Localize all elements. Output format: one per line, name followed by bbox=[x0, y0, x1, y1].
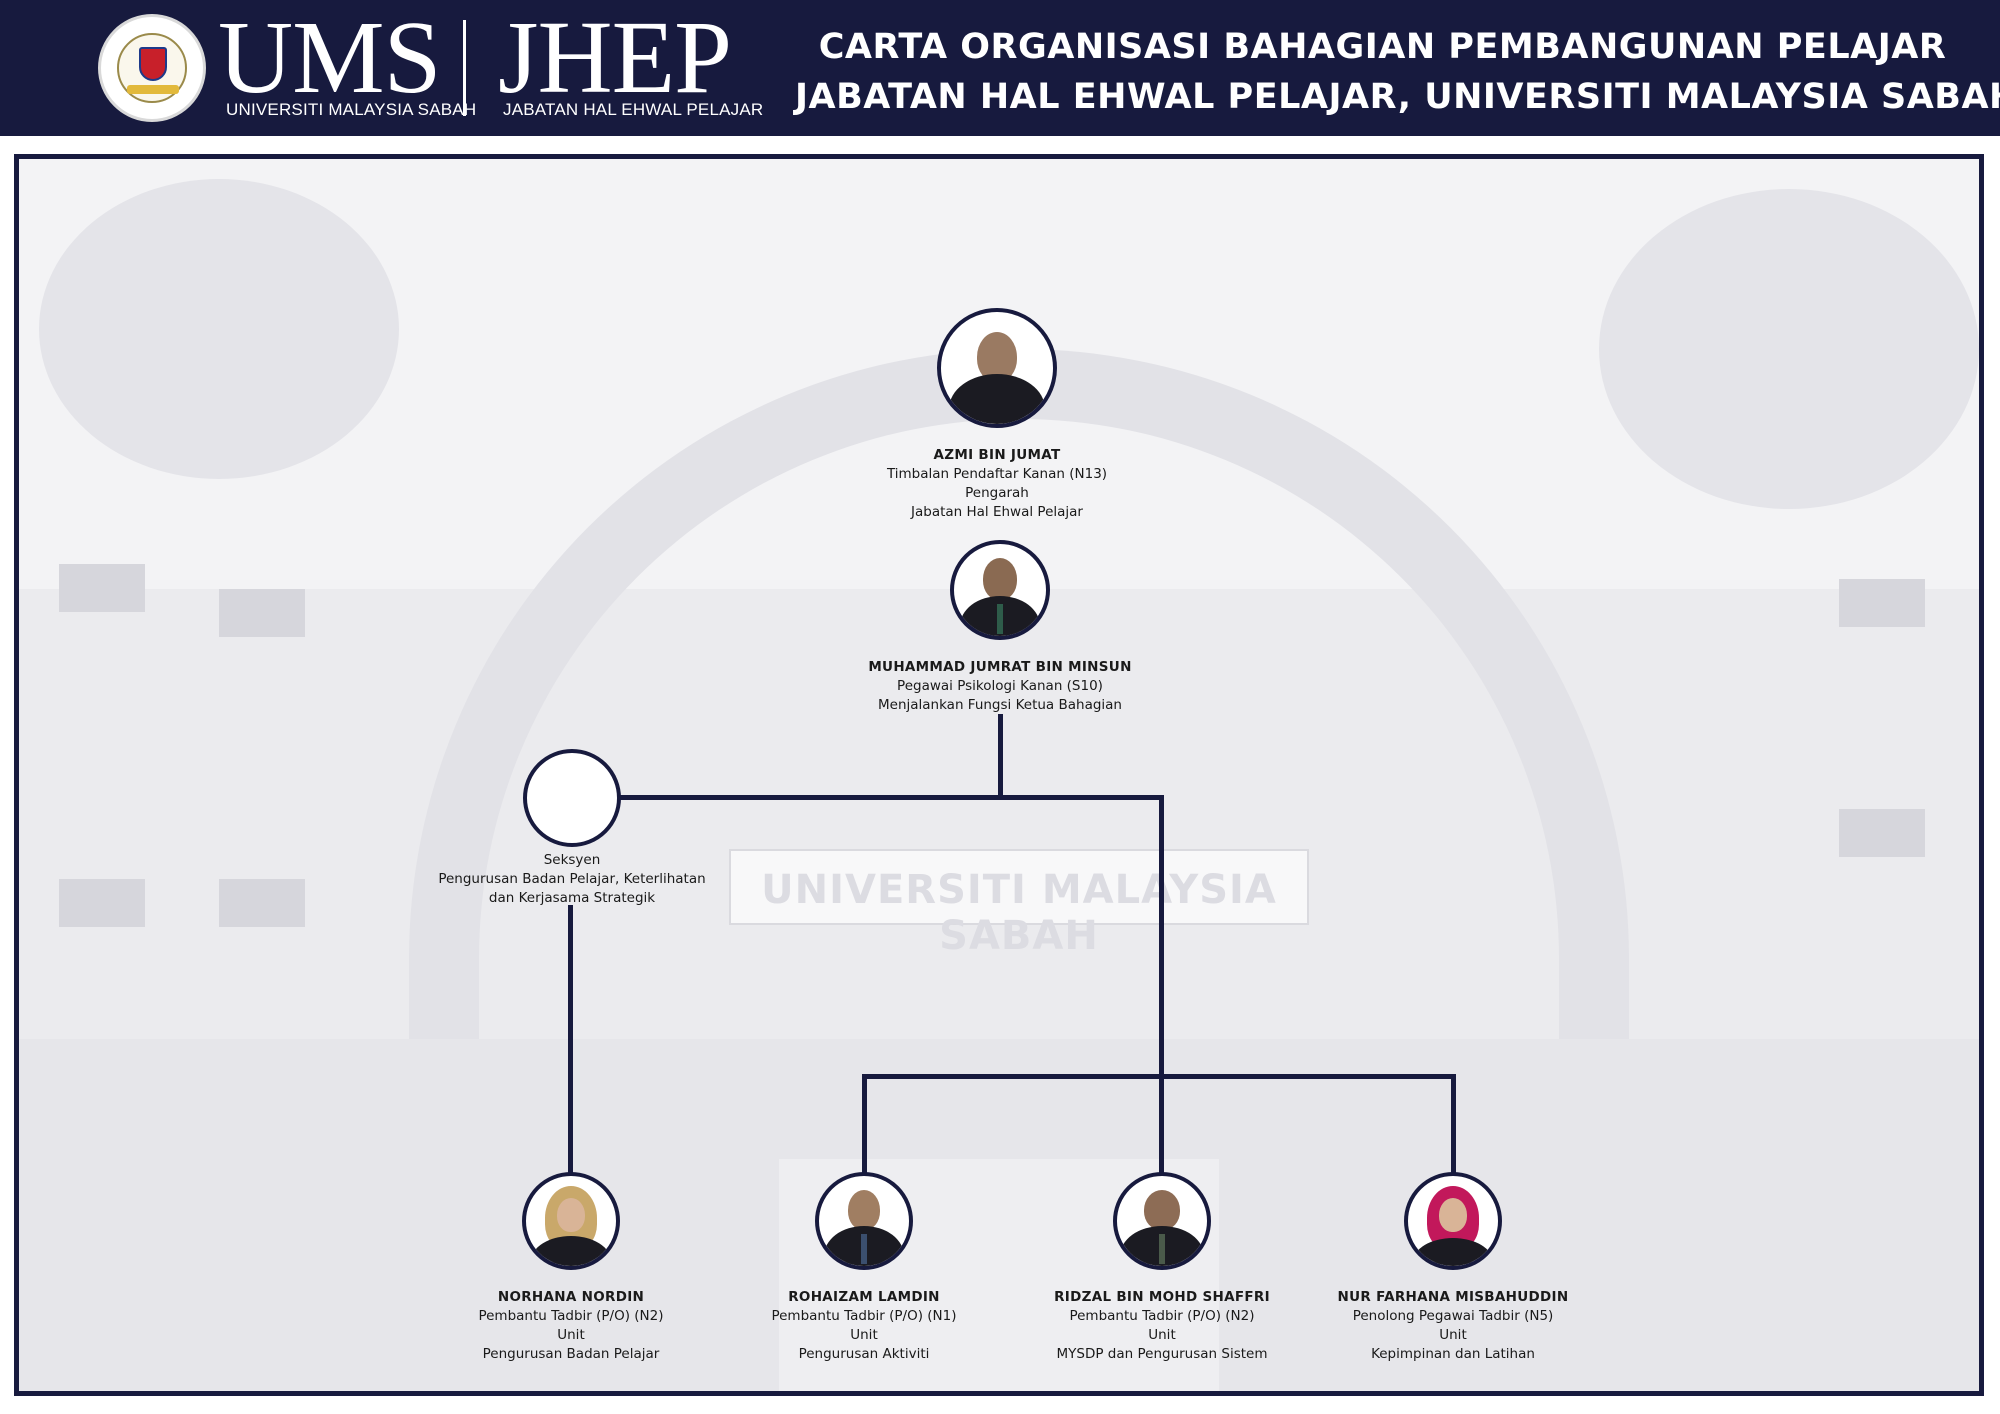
portrait-face bbox=[1144, 1190, 1180, 1230]
portrait-suit bbox=[1413, 1238, 1493, 1266]
head-position: Pegawai Psikologi Kanan (S10) bbox=[897, 678, 1103, 694]
portrait-face bbox=[983, 558, 1017, 600]
director-info: AZMI BIN JUMAT Timbalan Pendaftar Kanan … bbox=[797, 446, 1197, 522]
staff-info-rohaizam: ROHAIZAM LAMDIN Pembantu Tadbir (P/O) (N… bbox=[664, 1288, 1064, 1364]
director-role: Pengarah bbox=[965, 485, 1029, 501]
staff-info-nur-farhana: NUR FARHANA MISBAHUDDIN Penolong Pegawai… bbox=[1253, 1288, 1653, 1364]
brand-jhep: JHEP bbox=[498, 0, 732, 115]
background-window bbox=[59, 564, 145, 612]
background-banner-text: UNIVERSITI MALAYSIA SABAH bbox=[761, 867, 1277, 959]
staff-position: Penolong Pegawai Tadbir (N5) bbox=[1352, 1308, 1554, 1324]
connector-head-down bbox=[998, 714, 1003, 798]
background-palm bbox=[39, 179, 399, 479]
director-name: AZMI BIN JUMAT bbox=[933, 447, 1061, 463]
staff-photo-norhana bbox=[522, 1172, 620, 1270]
background-window bbox=[219, 879, 305, 927]
staff-unit-label: Unit bbox=[1148, 1327, 1176, 1343]
staff-position: Pembantu Tadbir (P/O) (N2) bbox=[1069, 1308, 1255, 1324]
director-photo bbox=[937, 308, 1057, 428]
portrait-face bbox=[1439, 1198, 1467, 1232]
section-placeholder-circle bbox=[523, 749, 621, 847]
connector-section-down bbox=[568, 905, 573, 1173]
brand-jhep-subtitle: JABATAN HAL EHWAL PELAJAR bbox=[503, 100, 764, 119]
section-title-line1: Pengurusan Badan Pelajar, Keterlihatan bbox=[438, 871, 706, 887]
staff-position: Pembantu Tadbir (P/O) (N1) bbox=[771, 1308, 957, 1324]
section-info: Seksyen Pengurusan Badan Pelajar, Keterl… bbox=[372, 851, 772, 908]
portrait-suit bbox=[531, 1236, 611, 1266]
section-title-line2: dan Kerjasama Strategik bbox=[488, 890, 656, 906]
staff-name: ROHAIZAM LAMDIN bbox=[788, 1289, 940, 1305]
brand-ums-subtitle: UNIVERSITI MALAYSIA SABAH bbox=[226, 100, 477, 119]
connector-units-horizontal bbox=[862, 1074, 1456, 1079]
portrait-tie bbox=[861, 1234, 867, 1264]
head-photo bbox=[950, 540, 1050, 640]
portrait-face bbox=[848, 1190, 880, 1230]
ums-seal-logo bbox=[98, 14, 206, 122]
staff-unit-name: Pengurusan Badan Pelajar bbox=[482, 1346, 660, 1362]
header-bar: UMS UNIVERSITI MALAYSIA SABAH JHEP JABAT… bbox=[0, 0, 2000, 136]
staff-unit-label: Unit bbox=[850, 1327, 878, 1343]
staff-unit-name: Pengurusan Aktiviti bbox=[798, 1346, 930, 1362]
brand-ums: UMS bbox=[218, 0, 441, 115]
director-department: Jabatan Hal Ehwal Pelajar bbox=[911, 504, 1083, 520]
shield-icon bbox=[139, 47, 167, 81]
background-window bbox=[59, 879, 145, 927]
portrait-tie bbox=[1159, 1234, 1165, 1264]
staff-info-norhana: NORHANA NORDIN Pembantu Tadbir (P/O) (N2… bbox=[371, 1288, 771, 1364]
portrait-face bbox=[557, 1198, 585, 1232]
staff-unit-name: Kepimpinan dan Latihan bbox=[1371, 1346, 1535, 1362]
staff-photo-rohaizam bbox=[815, 1172, 913, 1270]
staff-name: NORHANA NORDIN bbox=[497, 1289, 645, 1305]
connector-unit-aktiviti bbox=[862, 1074, 867, 1173]
head-role: Menjalankan Fungsi Ketua Bahagian bbox=[877, 697, 1122, 713]
ribbon-icon bbox=[127, 85, 179, 94]
background-banner: UNIVERSITI MALAYSIA SABAH bbox=[729, 849, 1309, 959]
background-window bbox=[1839, 809, 1925, 857]
background-window bbox=[1839, 579, 1925, 627]
connector-unit-kepimpinan bbox=[1451, 1074, 1456, 1173]
staff-unit-label: Unit bbox=[557, 1327, 585, 1343]
section-label: Seksyen bbox=[543, 852, 601, 868]
staff-name: NUR FARHANA MISBAHUDDIN bbox=[1337, 1289, 1569, 1305]
director-position: Timbalan Pendaftar Kanan (N13) bbox=[886, 466, 1108, 482]
staff-photo-nur-farhana bbox=[1404, 1172, 1502, 1270]
connector-branch-horizontal bbox=[612, 795, 1164, 800]
brand-divider bbox=[463, 20, 466, 116]
page-title: CARTA ORGANISASI BAHAGIAN PEMBANGUNAN PE… bbox=[795, 22, 2000, 122]
background-palm bbox=[1599, 189, 1979, 509]
staff-photo-ridzal bbox=[1113, 1172, 1211, 1270]
head-name: MUHAMMAD JUMRAT BIN MINSUN bbox=[868, 659, 1132, 675]
seal-emblem bbox=[117, 33, 187, 103]
page-title-line2: JABATAN HAL EHWAL PELAJAR, UNIVERSITI MA… bbox=[795, 77, 2000, 117]
head-info: MUHAMMAD JUMRAT BIN MINSUN Pegawai Psiko… bbox=[750, 658, 1250, 715]
staff-unit-label: Unit bbox=[1439, 1327, 1467, 1343]
page-title-line1: CARTA ORGANISASI BAHAGIAN PEMBANGUNAN PE… bbox=[818, 27, 1947, 67]
staff-name: RIDZAL BIN MOHD SHAFFRI bbox=[1054, 1289, 1270, 1305]
portrait-suit bbox=[949, 374, 1045, 424]
portrait-face bbox=[977, 332, 1017, 382]
connector-right-trunk bbox=[1159, 795, 1164, 1173]
staff-info-ridzal: RIDZAL BIN MOHD SHAFFRI Pembantu Tadbir … bbox=[962, 1288, 1362, 1364]
staff-position: Pembantu Tadbir (P/O) (N2) bbox=[478, 1308, 664, 1324]
portrait-tie bbox=[997, 604, 1003, 634]
staff-unit-name: MYSDP dan Pengurusan Sistem bbox=[1056, 1346, 1268, 1362]
background-window bbox=[219, 589, 305, 637]
